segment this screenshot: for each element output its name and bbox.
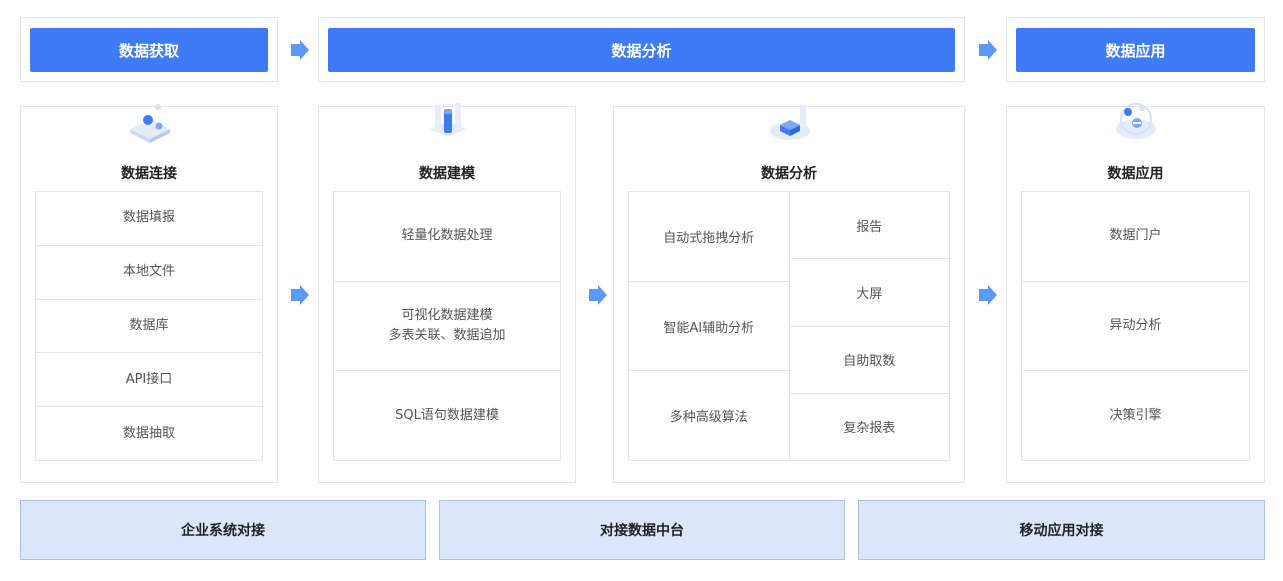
arrow-right-icon [288,284,310,306]
analysis-grid: 自动式拖拽分析 智能AI辅助分析 多种高级算法 报告 大屏 自助取数 复杂报表 [628,191,950,461]
list-item[interactable]: 报告 [789,192,949,260]
data-application-icon [1108,99,1164,151]
list-item[interactable]: 自助取数 [789,327,949,394]
list-item[interactable]: 数据库 [36,300,262,354]
arrow-right-icon [976,39,998,61]
analysis-outputs-column: 报告 大屏 自助取数 复杂报表 [788,192,949,460]
header-acquire-button[interactable]: 数据获取 [30,28,268,72]
bottom-enterprise-integration[interactable]: 企业系统对接 [20,500,426,560]
header-application-button[interactable]: 数据应用 [1016,28,1255,72]
card-data-application: 数据应用 数据门户 异动分析 决策引擎 [1006,103,1265,483]
analysis-methods-column: 自动式拖拽分析 智能AI辅助分析 多种高级算法 [629,192,789,460]
list-item[interactable]: SQL语句数据建模 [395,407,499,423]
list-item[interactable]: 自动式拖拽分析 [629,192,789,282]
list-item[interactable]: 轻量化数据处理 [334,192,560,282]
data-analysis-icon [762,99,818,151]
list-item-line: 多表关联、数据追加 [388,328,506,343]
bottom-data-platform-integration[interactable]: 对接数据中台 [439,500,845,560]
list-item-line: 可视化数据建模 [401,308,493,323]
card-title: 数据应用 [1107,166,1164,182]
card-title: 数据建模 [419,166,475,182]
list-item[interactable]: 决策引擎 [1109,407,1162,423]
card-data-analysis: 数据分析 自动式拖拽分析 智能AI辅助分析 多种高级算法 报告 大屏 自助取数 … [613,105,965,483]
list-item[interactable]: 大屏 [789,259,949,327]
arrow-right-icon [288,39,310,61]
card-title: 数据分析 [761,166,817,182]
list-item[interactable]: 可视化数据建模 多表关联、数据追加 [334,282,560,372]
list-item[interactable]: 多种高级算法 [669,410,748,426]
card-title: 数据连接 [121,166,177,182]
list-item[interactable]: 智能AI辅助分析 [629,282,789,372]
application-list: 数据门户 异动分析 决策引擎 [1021,191,1250,461]
list-item[interactable]: API接口 [36,353,262,408]
data-connection-icon [122,99,178,151]
card-data-connection: 数据连接 数据填报 本地文件 数据库 API接口 数据抽取 [20,104,278,483]
card-data-modeling: 数据建模 轻量化数据处理 可视化数据建模 多表关联、数据追加 SQL语句数据建模 [318,103,576,483]
list-item[interactable]: 本地文件 [36,246,262,300]
data-modeling-icon [420,99,476,151]
arrow-right-icon [976,284,998,306]
bottom-mobile-integration[interactable]: 移动应用对接 [858,500,1265,560]
list-item[interactable]: 复杂报表 [843,421,896,437]
list-item[interactable]: 数据抽取 [122,425,175,441]
list-item[interactable]: 数据填报 [36,192,262,246]
arrow-right-icon [586,284,608,306]
header-analysis-button[interactable]: 数据分析 [328,28,955,72]
modeling-list: 轻量化数据处理 可视化数据建模 多表关联、数据追加 SQL语句数据建模 [333,191,561,461]
list-item[interactable]: 异动分析 [1022,282,1249,372]
list-item[interactable]: 数据门户 [1022,192,1249,282]
connection-list: 数据填报 本地文件 数据库 API接口 数据抽取 [35,191,263,461]
